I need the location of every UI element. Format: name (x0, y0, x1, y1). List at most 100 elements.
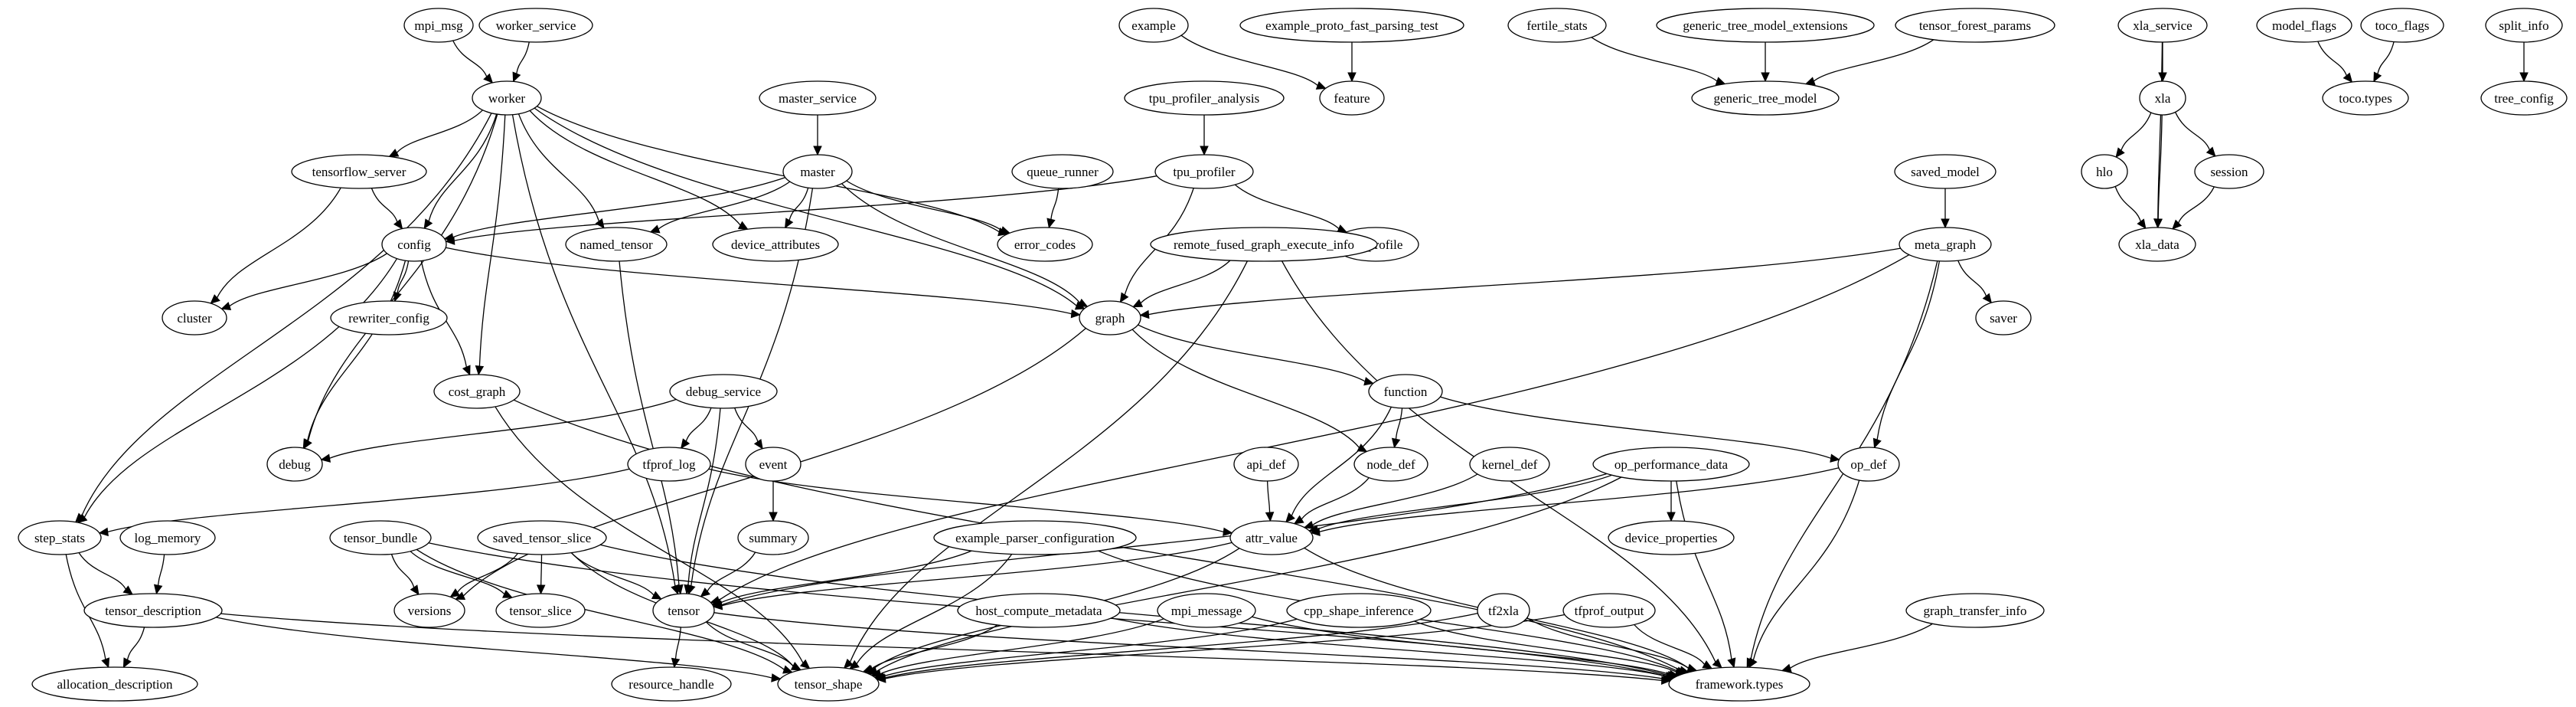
node-ellipse (2322, 80, 2409, 116)
graph-node-host_compute_metadata[interactable]: host_compute_metadata (957, 593, 1121, 628)
graph-node-allocation_description[interactable]: allocation_description (31, 666, 198, 702)
graph-node-tensor[interactable]: tensor (652, 593, 715, 628)
graph-node-master[interactable]: master (782, 154, 853, 189)
node-ellipse (1124, 80, 1285, 116)
arrowhead-icon (393, 291, 402, 303)
graph-node-tpu_profiler[interactable]: tpu_profiler (1154, 154, 1254, 189)
node-ellipse (1229, 520, 1314, 555)
graph-node-resource_handle[interactable]: resource_handle (611, 666, 732, 702)
graph-node-feature[interactable]: feature (1319, 80, 1385, 116)
node-ellipse (997, 227, 1093, 262)
graph-node-saved_model[interactable]: saved_model (1894, 154, 1996, 189)
graph-node-function[interactable]: function (1368, 374, 1443, 409)
graph-node-meta_graph[interactable]: meta_graph (1899, 227, 1992, 262)
node-label: function (1384, 385, 1428, 399)
graph-node-split_info[interactable]: split_info (2485, 8, 2563, 43)
graph-node-config[interactable]: config (381, 227, 447, 262)
graph-node-generic_tree_model_extensions[interactable]: generic_tree_model_extensions (1656, 8, 1875, 43)
node-label: graph_transfer_info (1923, 604, 2026, 618)
graph-node-example[interactable]: example (1118, 8, 1189, 43)
edge-line (885, 614, 1566, 679)
graph-node-step_stats[interactable]: step_stats (18, 520, 102, 555)
graph-node-mpi_msg[interactable]: mpi_msg (403, 8, 474, 43)
node-ellipse (1469, 447, 1550, 482)
graph-node-toco_flags[interactable]: toco_flags (2360, 8, 2444, 43)
graph-node-op_performance_data[interactable]: op_performance_data (1592, 447, 1750, 482)
node-ellipse (1233, 447, 1299, 482)
graph-node-debug[interactable]: debug (266, 447, 323, 482)
graph-node-tensor_description[interactable]: tensor_description (83, 593, 223, 628)
graph-node-tensor_shape[interactable]: tensor_shape (777, 666, 880, 702)
graph-node-tensorflow_server[interactable]: tensorflow_server (291, 154, 427, 189)
arrowhead-icon (1265, 512, 1275, 522)
graph-node-graph[interactable]: graph (1079, 300, 1141, 335)
graph-node-versions[interactable]: versions (393, 593, 465, 628)
edge-hlo-to-xla_data (2114, 186, 2147, 229)
edge-graph_transfer_info-to-framework_types (1781, 623, 1933, 673)
graph-node-hlo[interactable]: hlo (2081, 154, 2128, 189)
graph-node-graph_transfer_info[interactable]: graph_transfer_info (1905, 593, 2045, 628)
graph-node-error_codes[interactable]: error_codes (997, 227, 1093, 262)
graph-node-tensor_slice[interactable]: tensor_slice (495, 593, 586, 628)
graph-node-example_parser_configuration[interactable]: example_parser_configuration (933, 520, 1137, 555)
graph-node-named_tensor[interactable]: named_tensor (565, 227, 668, 262)
graph-node-saved_tensor_slice[interactable]: saved_tensor_slice (477, 520, 607, 555)
graph-node-kernel_def[interactable]: kernel_def (1469, 447, 1550, 482)
node-label: tpu_profiler_analysis (1149, 91, 1259, 106)
edge-line (1752, 480, 1860, 660)
graph-node-saver[interactable]: saver (1975, 300, 2032, 335)
graph-node-event[interactable]: event (745, 447, 802, 482)
arrowhead-icon (799, 659, 811, 669)
graph-node-fertile_stats[interactable]: fertile_stats (1507, 8, 1607, 43)
graph-node-xla_service[interactable]: xla_service (2117, 8, 2208, 43)
graph-node-log_memory[interactable]: log_memory (119, 520, 216, 555)
arrowhead-icon (2343, 72, 2353, 83)
graph-node-tensor_forest_params[interactable]: tensor_forest_params (1895, 8, 2055, 43)
edge-host_compute_metadata-to-tensor_shape (862, 624, 998, 673)
graph-node-toco_types[interactable]: toco.types (2322, 80, 2409, 116)
arrowhead-icon (1308, 525, 1319, 534)
node-label: xla (2155, 91, 2171, 106)
arrowhead-icon (122, 585, 133, 595)
graph-node-mpi_message[interactable]: mpi_message (1157, 593, 1256, 628)
graph-node-xla_data[interactable]: xla_data (2118, 227, 2196, 262)
graph-node-tf2xla[interactable]: tf2xla (1477, 593, 1530, 628)
graph-node-tfprof_output[interactable]: tfprof_output (1562, 593, 1656, 628)
graph-node-tpu_profiler_analysis[interactable]: tpu_profiler_analysis (1124, 80, 1285, 116)
node-label: config (397, 237, 431, 252)
graph-node-cost_graph[interactable]: cost_graph (433, 374, 521, 409)
graph-node-rewriter_config[interactable]: rewriter_config (330, 300, 448, 335)
graph-node-example_proto_fast_parsing_test[interactable]: example_proto_fast_parsing_test (1239, 8, 1464, 43)
edge-xla_service-to-xla_data (2153, 41, 2163, 229)
graph-node-framework_types[interactable]: framework.types (1668, 666, 1810, 702)
graph-node-model_flags[interactable]: model_flags (2256, 8, 2352, 43)
arrowhead-icon (1223, 527, 1233, 537)
graph-node-node_def[interactable]: node_def (1353, 447, 1428, 482)
graph-node-worker_service[interactable]: worker_service (478, 8, 593, 43)
graph-node-cluster[interactable]: cluster (162, 300, 227, 335)
graph-node-device_attributes[interactable]: device_attributes (712, 227, 839, 262)
graph-node-tensor_bundle[interactable]: tensor_bundle (329, 520, 432, 555)
graph-node-tfprof_log[interactable]: tfprof_log (627, 447, 711, 482)
node-ellipse (2117, 8, 2208, 43)
graph-node-op_def[interactable]: op_def (1837, 447, 1900, 482)
graph-node-cpp_shape_inference[interactable]: cpp_shape_inference (1286, 593, 1432, 628)
graph-node-device_properties[interactable]: device_properties (1608, 520, 1735, 555)
graph-node-queue_runner[interactable]: queue_runner (1011, 154, 1114, 189)
edge-config-to-graph (446, 247, 1081, 319)
graph-node-master_service[interactable]: master_service (759, 80, 877, 116)
graph-node-attr_value[interactable]: attr_value (1229, 520, 1314, 555)
node-ellipse (1975, 300, 2032, 335)
edge-tensor_bundle-to-tensor_slice (410, 551, 513, 598)
graph-node-remote_fused_graph_execute_info[interactable]: remote_fused_graph_execute_info (1150, 227, 1378, 262)
graph-node-api_def[interactable]: api_def (1233, 447, 1299, 482)
graph-node-session[interactable]: session (2194, 154, 2264, 189)
graph-node-tree_config[interactable]: tree_config (2480, 80, 2568, 116)
edge-saved_tensor_slice-to-versions (449, 553, 519, 597)
edge-meta_graph-to-saver (1957, 260, 1993, 304)
graph-node-worker[interactable]: worker (472, 80, 542, 116)
graph-node-xla[interactable]: xla (2139, 80, 2186, 116)
graph-node-summary[interactable]: summary (737, 520, 809, 555)
graph-node-debug_service[interactable]: debug_service (669, 374, 778, 409)
graph-node-generic_tree_model[interactable]: generic_tree_model (1691, 80, 1840, 116)
